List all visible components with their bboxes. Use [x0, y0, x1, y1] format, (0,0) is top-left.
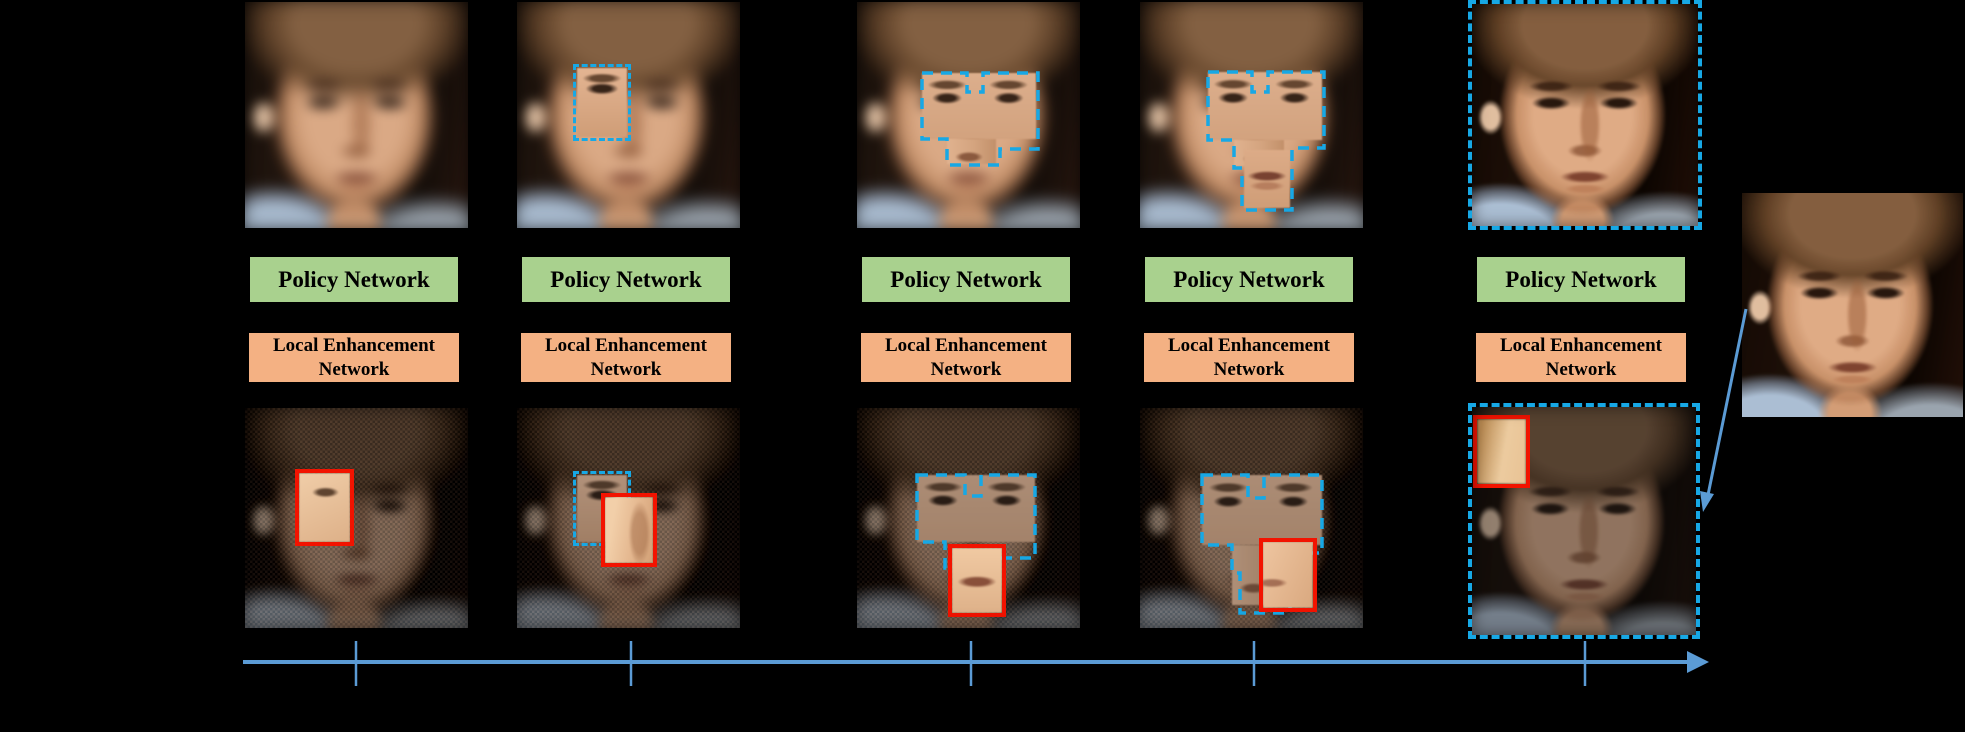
step2-local-enhancement-network-box: Local Enhancement Network — [521, 333, 731, 382]
pipeline-step-4: Policy Network Local Enhancement Network — [1140, 0, 1363, 732]
policy-network-label: Policy Network — [278, 266, 430, 292]
reference-face-image — [1742, 193, 1963, 417]
step5-local-enhancement-network-box: Local Enhancement Network — [1476, 333, 1686, 382]
step2-policy-network-box: Policy Network — [522, 257, 730, 302]
enhanced-forehead-patch — [1477, 419, 1526, 484]
step3-local-enhancement-network-box: Local Enhancement Network — [861, 333, 1071, 382]
pipeline-step-3: Policy Network Local Enhancement Network — [857, 0, 1080, 732]
enhanced-left-eye-patch — [577, 68, 627, 137]
enhancement-label-line1: Local Enhancement — [1167, 335, 1331, 357]
enhanced-mouth-patch — [1244, 150, 1290, 208]
step2-input-image — [517, 2, 740, 228]
fully-enhanced-face-image — [1472, 4, 1698, 226]
step4-input-image — [1140, 2, 1363, 228]
previous-eyes-patch — [1202, 475, 1322, 545]
step1-policy-network-box: Policy Network — [250, 257, 458, 302]
reference-arrow-line — [1706, 308, 1748, 496]
pipeline-step-5: Policy Network Local Enhancement Network — [1468, 0, 1702, 732]
reference-arrowhead-icon — [1700, 491, 1714, 512]
step2-state-image — [517, 408, 740, 628]
policy-network-label: Policy Network — [1505, 266, 1657, 292]
enhancement-label-line2: Network — [590, 358, 662, 380]
enhancement-label-line1: Local Enhancement — [884, 335, 1048, 357]
enhanced-mouth-patch — [952, 548, 1002, 613]
enhancement-label-line1: Local Enhancement — [272, 335, 436, 357]
step5-state-image-whole-selected — [1468, 403, 1700, 639]
pipeline-step-1: Policy Network Local Enhancement Network — [245, 0, 468, 732]
step1-local-enhancement-network-box: Local Enhancement Network — [249, 333, 459, 382]
enhanced-nose-bridge-patch — [947, 139, 996, 164]
step3-input-image — [857, 2, 1080, 228]
pipeline-step-2: Policy Network Local Enhancement Network — [517, 0, 740, 732]
enhanced-eyes-patch — [1208, 72, 1322, 140]
step1-input-image — [245, 2, 468, 228]
enhanced-cheek-patch — [1263, 542, 1313, 608]
high-resolution-reference-image — [1742, 193, 1963, 417]
enhanced-nose-patch — [605, 497, 653, 563]
policy-network-label: Policy Network — [1173, 266, 1325, 292]
state-face-image — [245, 408, 468, 628]
step4-state-image — [1140, 408, 1363, 628]
enhancement-label-line1: Local Enhancement — [544, 335, 708, 357]
enhanced-left-eye-patch — [299, 473, 350, 542]
enhancement-label-line1: Local Enhancement — [1499, 335, 1663, 357]
step3-state-image — [857, 408, 1080, 628]
step5-input-image-whole-selected — [1468, 0, 1702, 230]
step4-policy-network-box: Policy Network — [1145, 257, 1353, 302]
policy-network-label: Policy Network — [550, 266, 702, 292]
blurry-face-image — [245, 2, 468, 228]
step3-policy-network-box: Policy Network — [862, 257, 1070, 302]
enhancement-label-line2: Network — [318, 358, 390, 380]
step4-local-enhancement-network-box: Local Enhancement Network — [1144, 333, 1354, 382]
enhancement-label-line2: Network — [1213, 358, 1285, 380]
enhancement-label-line2: Network — [1545, 358, 1617, 380]
enhanced-eyes-patch — [922, 73, 1036, 139]
enhancement-label-line2: Network — [930, 358, 1002, 380]
policy-network-label: Policy Network — [890, 266, 1042, 292]
previous-eyes-patch — [917, 475, 1035, 542]
step1-state-image — [245, 408, 468, 628]
step5-policy-network-box: Policy Network — [1477, 257, 1685, 302]
reference-arrow — [1700, 308, 1748, 512]
blurry-face-image — [517, 2, 740, 228]
